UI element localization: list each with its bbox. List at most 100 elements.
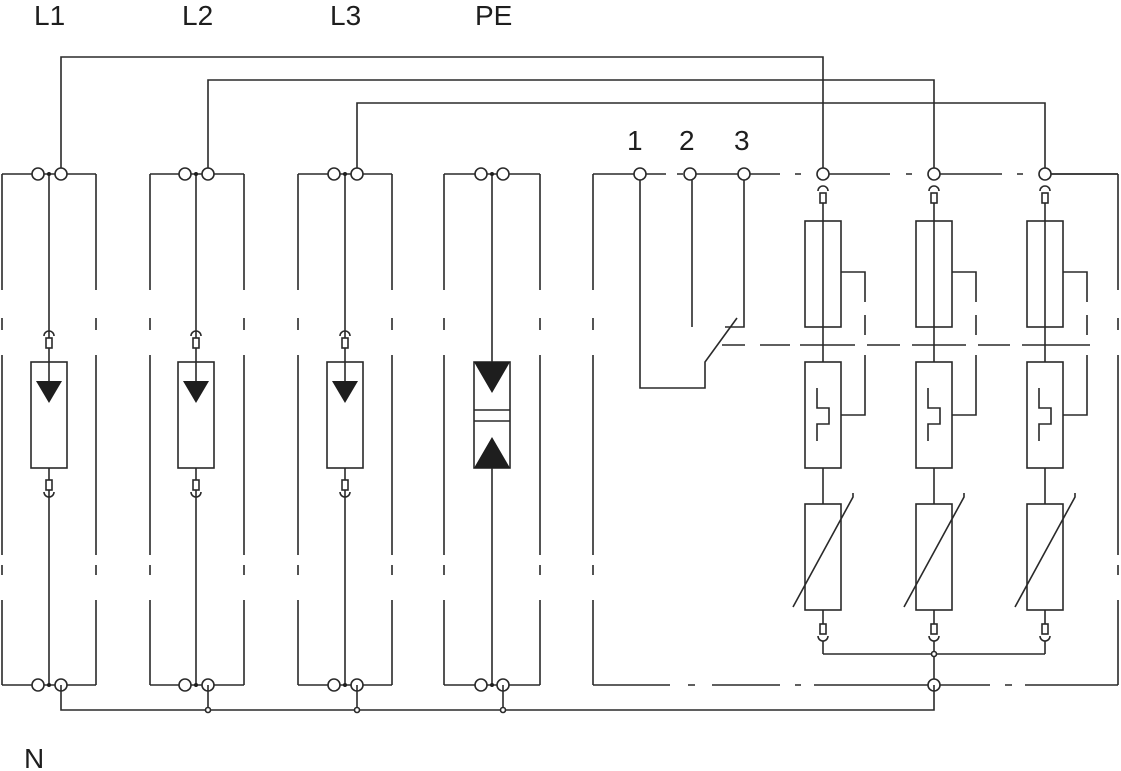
label-l3: L3	[330, 0, 361, 31]
protection-path-2	[903, 167, 977, 654]
indicator-wire	[1063, 355, 1088, 416]
module-l2	[149, 167, 245, 692]
plug-contact-icon	[190, 491, 202, 498]
plug-contact-icon	[339, 491, 351, 498]
terminal-icon	[201, 167, 215, 181]
plug-contact-icon	[928, 635, 940, 642]
junction-dot	[353, 706, 361, 714]
terminal-icon	[1038, 167, 1052, 181]
terminal-icon	[496, 167, 510, 181]
varistor-box	[915, 503, 953, 611]
junction-dot	[194, 683, 198, 687]
plug-contact-icon	[817, 635, 829, 642]
plug-contact-icon	[43, 330, 55, 337]
terminal-icon	[327, 678, 341, 692]
plug-pin-icon	[192, 337, 200, 349]
arrow-down-icon	[474, 362, 510, 393]
terminal-icon	[474, 167, 488, 181]
plug-pin-icon	[1041, 623, 1049, 635]
plug-pin-icon	[930, 192, 938, 204]
label-pe: PE	[475, 0, 512, 31]
junction-dot	[490, 172, 494, 176]
thermal-disconnector-box	[804, 361, 842, 469]
arrow-up-icon	[474, 437, 510, 468]
plug-contact-icon	[1039, 185, 1051, 192]
plug-contact-icon	[43, 491, 55, 498]
label-l1: L1	[34, 0, 65, 31]
terminal-icon	[327, 167, 341, 181]
label-l2: L2	[182, 0, 213, 31]
protection-path-1	[792, 167, 866, 654]
arrow-down-icon	[36, 381, 62, 403]
label-contact-3: 3	[734, 125, 750, 156]
contact-terminal-1	[633, 167, 647, 181]
junction-dot	[47, 683, 51, 687]
junction-dot	[343, 683, 347, 687]
label-contact-2: 2	[679, 125, 695, 156]
terminal-icon	[816, 167, 830, 181]
module-l1	[1, 167, 97, 692]
varistor-box	[1026, 503, 1064, 611]
junction-dot	[204, 706, 212, 714]
junction-dot	[490, 683, 494, 687]
indicator-wire	[841, 271, 866, 302]
plug-pin-icon	[45, 479, 53, 491]
wire-n	[60, 685, 935, 711]
terminal-icon	[474, 678, 488, 692]
contact-terminal-2	[683, 167, 697, 181]
wire-l3	[356, 102, 1046, 174]
plug-pin-icon	[192, 479, 200, 491]
terminal-icon	[178, 678, 192, 692]
plug-contact-icon	[339, 330, 351, 337]
thermal-switch-icon	[816, 388, 830, 441]
label-n: N	[24, 743, 44, 771]
plug-contact-icon	[817, 185, 829, 192]
plug-pin-icon	[341, 337, 349, 349]
label-contact-1: 1	[627, 125, 643, 156]
plug-pin-icon	[1041, 192, 1049, 204]
thermal-switch-icon	[927, 388, 941, 441]
junction-dot	[47, 172, 51, 176]
junction-dot	[194, 172, 198, 176]
arrow-down-icon	[332, 381, 358, 403]
plug-contact-icon	[1039, 635, 1051, 642]
indicator-wire	[1063, 271, 1088, 302]
terminal-icon	[178, 167, 192, 181]
terminal-icon	[31, 678, 45, 692]
junction-dot	[930, 650, 938, 658]
neutral-bus	[60, 685, 935, 714]
contact-1-wire	[639, 180, 738, 389]
junction-dot	[343, 172, 347, 176]
indicator-wire	[952, 271, 977, 302]
feed-wires	[60, 56, 1046, 174]
terminal-icon	[54, 167, 68, 181]
varistor-icon	[903, 493, 965, 608]
arrow-down-icon	[183, 381, 209, 403]
protection-path-3	[1014, 167, 1088, 654]
wire-l1	[60, 56, 824, 174]
varistor-box	[804, 503, 842, 611]
plug-pin-icon	[930, 623, 938, 635]
plug-pin-icon	[819, 623, 827, 635]
thermal-disconnector-box	[1026, 361, 1064, 469]
varistor-icon	[1014, 493, 1076, 608]
plug-contact-icon	[190, 330, 202, 337]
terminal-icon	[927, 167, 941, 181]
contact-terminal-3	[737, 167, 751, 181]
thermal-disconnector-box	[915, 361, 953, 469]
varistor-icon	[792, 493, 854, 608]
indicator-wire	[952, 355, 977, 416]
wire-l2	[207, 79, 935, 174]
terminal-icon	[350, 167, 364, 181]
module-pe	[443, 167, 541, 692]
plug-pin-icon	[45, 337, 53, 349]
contact-3-wire	[725, 180, 745, 328]
type2-module	[592, 167, 1119, 692]
junction-dot	[499, 706, 507, 714]
spark-gap-modules	[1, 167, 541, 692]
thermal-switch-icon	[1038, 388, 1052, 441]
indicator-wire	[841, 355, 866, 416]
module-l3	[297, 167, 393, 692]
plug-pin-icon	[819, 192, 827, 204]
